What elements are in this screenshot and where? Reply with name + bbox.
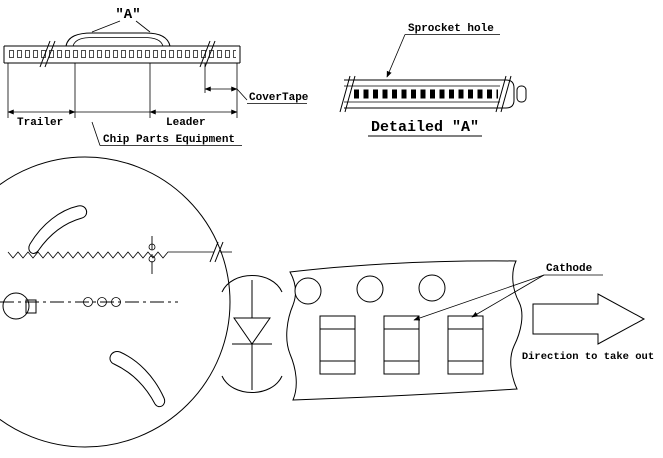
tape-side-view: ″A″ CoverTape Trailer Leader Chip Parts … <box>3 7 309 146</box>
detail-a-view: Sprocket hole Detailed ″A″ <box>339 23 527 137</box>
chip-parts-leader <box>91 121 101 146</box>
component-cathode-band <box>319 315 356 330</box>
section-a-label: ″A″ <box>115 7 140 23</box>
sprocket-hole-circle <box>294 277 322 305</box>
component-chip <box>447 315 484 375</box>
tape-exit-detail <box>148 255 156 263</box>
component-anode-band <box>447 360 484 375</box>
cover-tape-bump-inner <box>72 37 164 47</box>
cover-tape-bump-outer <box>65 32 171 47</box>
sprocket-hole-label: Sprocket hole <box>408 23 494 35</box>
component-outline-arc-top <box>221 275 283 293</box>
component-chip <box>319 315 356 375</box>
cathode-arrow <box>413 274 545 321</box>
leader-label: Leader <box>166 117 206 129</box>
direction-arrow-icon <box>532 293 646 345</box>
direction-label: Direction to take out <box>522 351 654 363</box>
section-a-leader <box>91 20 121 33</box>
reel-slot-upper <box>28 205 88 254</box>
arbor-keyway <box>25 299 37 314</box>
break-mark <box>39 40 51 68</box>
tape-front-view: Cathode <box>286 260 603 401</box>
sprocket-hole-circle <box>356 275 384 303</box>
direction-indicator: Direction to take out <box>522 293 654 363</box>
diode-triangle <box>233 317 271 345</box>
break-mark <box>199 40 211 68</box>
break-mark <box>495 75 507 113</box>
component-cathode-band <box>447 315 484 330</box>
trailer-label: Trailer <box>17 117 63 129</box>
chip-parts-equipment-label: Chip Parts Equipment <box>103 134 235 146</box>
tape-exit-detail <box>148 243 156 251</box>
cathode-label: Cathode <box>546 263 593 275</box>
break-mark <box>344 75 356 113</box>
component-outline-arc-bottom <box>221 375 283 393</box>
component-cathode-band <box>383 315 420 330</box>
break-mark <box>214 241 224 263</box>
cover-tape-label: CoverTape <box>249 92 309 104</box>
sprocket-hole-circle <box>418 274 446 302</box>
arbor-hole <box>2 292 30 320</box>
reel-outer-flange <box>0 156 231 448</box>
tape-end-cap <box>500 79 515 109</box>
section-a-leader <box>135 20 151 33</box>
component-anode-band <box>319 360 356 375</box>
break-mark <box>204 40 216 68</box>
sprocket-hole-arrow <box>386 34 406 78</box>
component-chip <box>383 315 420 375</box>
component-anode-band <box>383 360 420 375</box>
break-mark <box>339 75 351 113</box>
sprocket-perforation-row <box>8 49 236 60</box>
cover-tape-leader <box>236 88 248 101</box>
detailed-a-caption: Detailed ″A″ <box>371 119 479 136</box>
tape-end-piece <box>516 85 527 103</box>
break-mark <box>209 241 219 263</box>
break-mark <box>500 75 512 113</box>
wound-tape-sawtooth <box>7 251 214 259</box>
break-mark <box>44 40 56 68</box>
sprocket-hole-row <box>352 88 498 100</box>
reel-drawing <box>0 156 232 448</box>
reel-slot-lower <box>109 351 166 408</box>
cathode-arrow <box>471 274 545 318</box>
diode-symbol <box>221 275 283 393</box>
